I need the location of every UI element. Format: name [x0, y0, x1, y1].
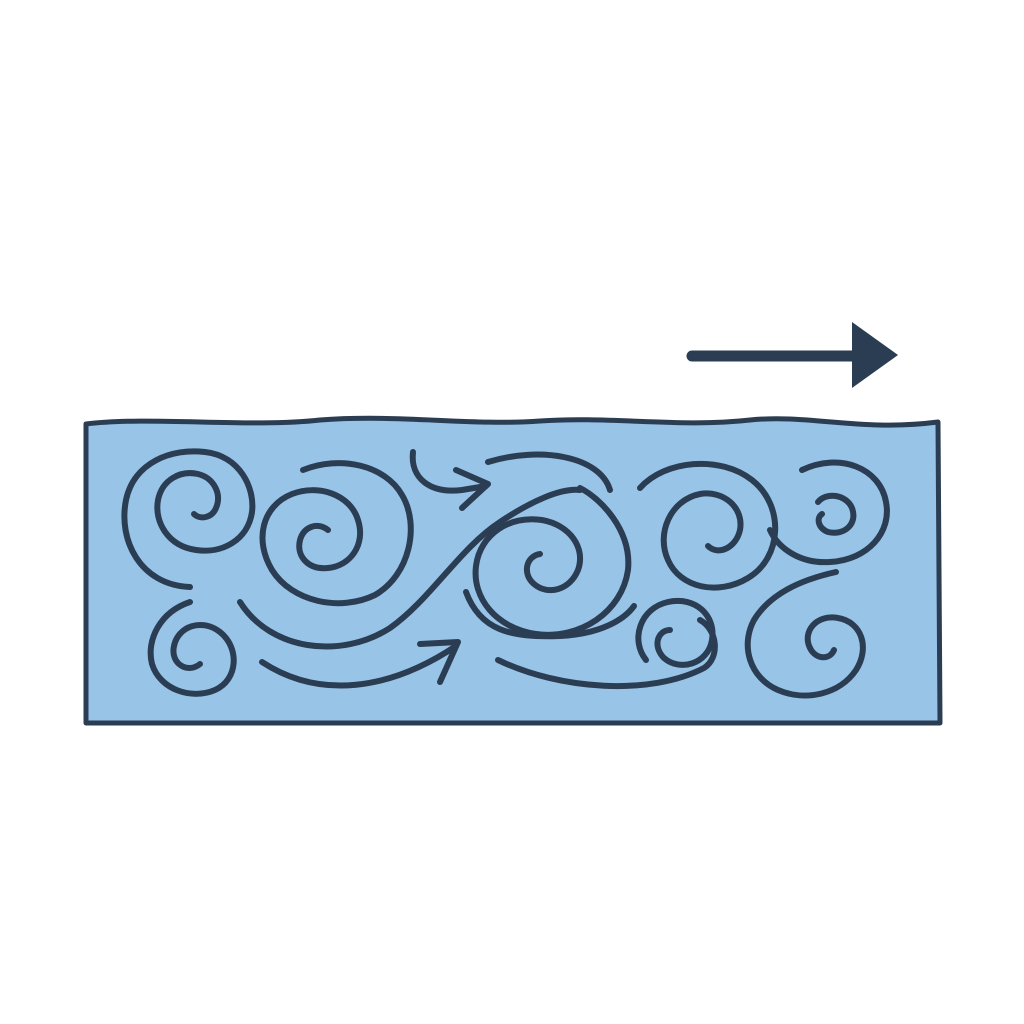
swirl-icon: [147, 599, 237, 697]
swirl-icon: [637, 460, 779, 591]
swirl-icon: [744, 569, 866, 699]
arrow-head: [453, 467, 491, 511]
swirl-icon: [815, 492, 857, 536]
swirl-icon: [472, 485, 632, 638]
streamline: [463, 589, 637, 640]
streamline: [495, 617, 718, 690]
swirl-icon: [121, 448, 256, 590]
arrow-head: [417, 639, 461, 685]
streamline: [237, 486, 583, 650]
streamlines: [237, 449, 718, 690]
swirl-icon: [259, 460, 414, 607]
flow-direction-arrow: [686, 322, 898, 388]
streamline: [485, 451, 613, 493]
curved-arrow-icon: [259, 643, 459, 689]
arrow-head: [852, 322, 898, 388]
swirl-icon: [767, 459, 890, 566]
curved-arrow-icon: [409, 449, 489, 494]
eddies: [121, 448, 890, 699]
